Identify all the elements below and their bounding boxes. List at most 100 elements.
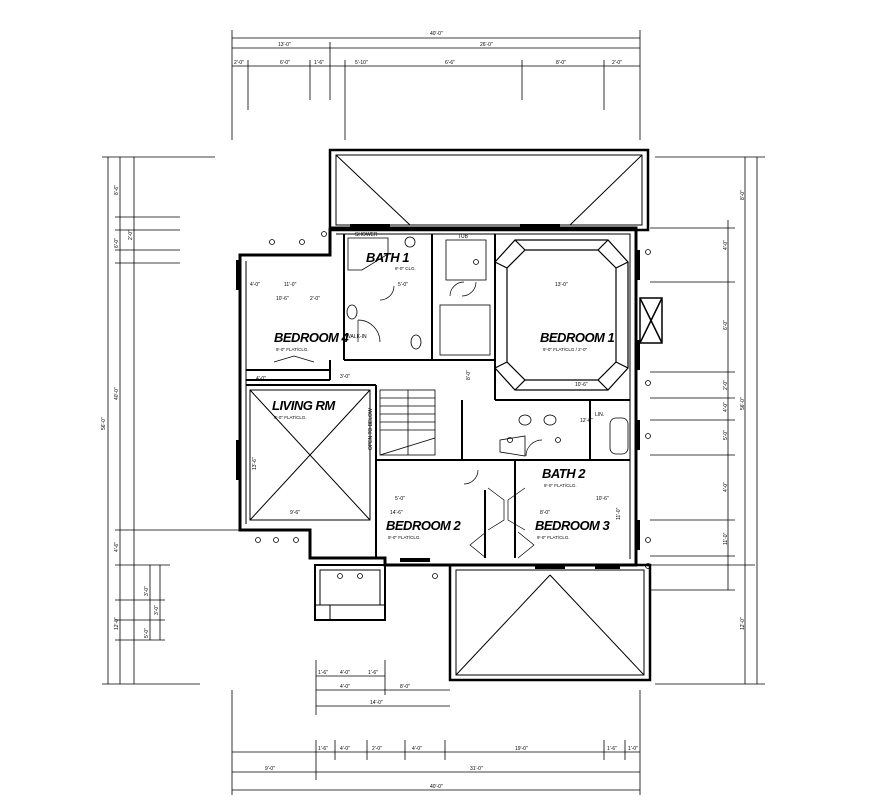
room-dim-11: 8'-0" <box>540 510 550 516</box>
exterior-walls-inner <box>245 233 631 559</box>
right-dimensions <box>650 156 765 685</box>
top-dim-labels: 40'-0" 13'-0" 26'-0" 2'-0" 6'-0" 1'-6" 5… <box>234 31 622 66</box>
dim-left-seg-1: 8'-6" <box>114 185 120 195</box>
dim-bottom-detail-8: 4'-0" <box>340 746 350 752</box>
label-walk-in: WALK-IN <box>346 334 367 340</box>
room-dim-3: 10'-6" <box>276 296 289 302</box>
room-bedroom3-name: BEDROOM 3 <box>535 518 611 533</box>
room-dim-16: 13'-6" <box>252 457 258 470</box>
dim-left-seg-3: 40'-0" <box>114 387 120 400</box>
room-bedroom2-name: BEDROOM 2 <box>386 518 462 533</box>
dim-bottom-detail-7: 1'-6" <box>318 746 328 752</box>
dim-top-detail-1: 2'-0" <box>234 60 244 66</box>
dim-left-seg-5: 12'-0" <box>114 617 120 630</box>
stairs <box>379 389 436 456</box>
dim-bottom-detail-11: 19'-0" <box>515 746 528 752</box>
room-dim-5: 2'-0" <box>310 296 320 302</box>
dim-left-overall: 56'-0" <box>101 417 107 430</box>
dim-top-overall: 40'-0" <box>430 31 443 37</box>
room-labels: BATH 1 9'-0" CLG. BEDROOM 1 9'-0" FLAT/C… <box>272 250 615 540</box>
room-dim-15: 3'-0" <box>340 374 350 380</box>
dim-bottom-detail-13: 1'-0" <box>628 746 638 752</box>
top-dimensions <box>231 30 641 140</box>
dim-right-seg-7: 4'-0" <box>723 482 729 492</box>
tray-ceiling <box>494 239 629 391</box>
room-dim-12: 10'-6" <box>596 496 609 502</box>
dim-left-seg-4: 4'-6" <box>114 542 120 552</box>
dim-right-seg-9: 12'-0" <box>740 617 746 630</box>
room-dim-7: 10'-6" <box>575 382 588 388</box>
left-dim-labels: 56'-0" 8'-6" 6'-0" 40'-0" 4'-6" 12'-0" 2… <box>101 185 160 638</box>
dim-bottom-detail-12: 1'-6" <box>607 746 617 752</box>
dim-top-detail-6: 8'-0" <box>556 60 566 66</box>
room-bath2-name: BATH 2 <box>542 466 586 481</box>
dim-bottom-seg-1: 9'-0" <box>265 766 275 772</box>
room-bedroom4-size: 9'-0" FLAT/CLG. <box>276 347 309 352</box>
dim-right-seg-6: 5'-0" <box>723 430 729 440</box>
room-bath1-name: BATH 1 <box>366 250 409 265</box>
dim-bottom-detail-5: 8'-0" <box>400 684 410 690</box>
room-dim-18: 11'-0" <box>616 507 622 520</box>
dim-top-seg-2: 26'-0" <box>480 42 493 48</box>
dim-bottom-seg-2: 31'-0" <box>470 766 483 772</box>
dim-bottom-detail-10: 4'-0" <box>412 746 422 752</box>
bottom-dim-labels: 1'-6" 4'-0" 1'-6" 4'-0" 8'-0" 14'-0" 1'-… <box>265 670 638 790</box>
dim-bottom-detail-2: 4'-0" <box>340 670 350 676</box>
dim-right-seg-3: 6'-0" <box>723 320 729 330</box>
dim-top-detail-3: 1'-6" <box>314 60 324 66</box>
label-open-to-below: OPEN TO BELOW <box>368 408 374 450</box>
room-living-name: LIVING RM <box>272 398 336 413</box>
room-dim-2: 4'-0" <box>250 282 260 288</box>
room-bedroom1-size: 9'-0" FLAT/CLG / 2'-0" <box>543 347 587 352</box>
porch-roof <box>314 564 386 621</box>
dim-top-detail-2: 6'-0" <box>280 60 290 66</box>
dim-left-seg-2: 6'-0" <box>114 238 120 248</box>
dim-top-detail-4: 5'-10" <box>355 60 368 66</box>
dim-left-detail-4: 5'-0" <box>144 628 150 638</box>
electrical-symbols <box>255 231 651 579</box>
windows <box>236 224 640 569</box>
bath-fixtures <box>346 236 629 457</box>
dim-bottom-detail-1: 1'-6" <box>318 670 328 676</box>
room-bath1-size: 9'-0" CLG. <box>395 266 416 271</box>
room-dim-14: 4'-0" <box>256 376 266 382</box>
dim-right-seg-5: 4'-0" <box>723 402 729 412</box>
dim-bottom-detail-9: 2'-0" <box>372 746 382 752</box>
fixture-labels: WALK-IN SHOWER TUB LIN. OPEN TO BELOW <box>346 232 604 450</box>
room-dim-9: 5'-0" <box>395 496 405 502</box>
room-dim-8: 9'-6" <box>290 510 300 516</box>
open-to-below <box>249 389 371 521</box>
room-dim-4: 5'-0" <box>398 282 408 288</box>
right-bay <box>639 297 663 344</box>
dim-bottom-detail-6: 14'-0" <box>370 700 383 706</box>
bottom-dimensions <box>231 660 641 795</box>
room-dim-17: 8'-0" <box>466 370 472 380</box>
room-dimension-labels: 11'-0" 4'-0" 10'-6" 5'-0" 2'-0" 13'-0" 1… <box>250 282 622 520</box>
dim-right-overall: 56'-0" <box>740 397 746 410</box>
room-bedroom3-size: 9'-0" FLAT/CLG. <box>537 535 570 540</box>
room-bath2-size: 9'-0" FLAT/CLG. <box>544 483 577 488</box>
dim-left-detail-3: 3'-0" <box>154 605 160 615</box>
dim-bottom-overall: 40'-0" <box>430 784 443 790</box>
left-dimensions <box>102 156 240 685</box>
room-dim-6: 13'-0" <box>555 282 568 288</box>
bottom-roof <box>448 563 652 682</box>
room-bedroom1-name: BEDROOM 1 <box>540 330 615 345</box>
interior-walls <box>246 234 630 558</box>
dim-right-seg-4: 2'-0" <box>723 380 729 390</box>
label-shower: SHOWER <box>355 232 378 238</box>
dim-right-seg-2: 4'-0" <box>723 240 729 250</box>
room-living-size: 9'-0" FLAT/CLG. <box>274 415 307 420</box>
room-bedroom4-name: BEDROOM 4 <box>274 330 350 345</box>
dim-top-detail-5: 6'-6" <box>445 60 455 66</box>
dim-left-detail-1: 2'-0" <box>128 230 134 240</box>
doors <box>273 281 543 559</box>
dim-top-detail-7: 2'-0" <box>612 60 622 66</box>
room-dim-1: 11'-0" <box>284 282 297 288</box>
label-tub: TUB <box>458 234 469 240</box>
dim-right-seg-8: 11'-0" <box>723 532 729 545</box>
room-dim-13: 12'-6" <box>580 418 593 424</box>
room-dim-10: 14'-6" <box>390 510 403 516</box>
room-bedroom2-size: 9'-0" FLAT/CLG. <box>388 535 421 540</box>
